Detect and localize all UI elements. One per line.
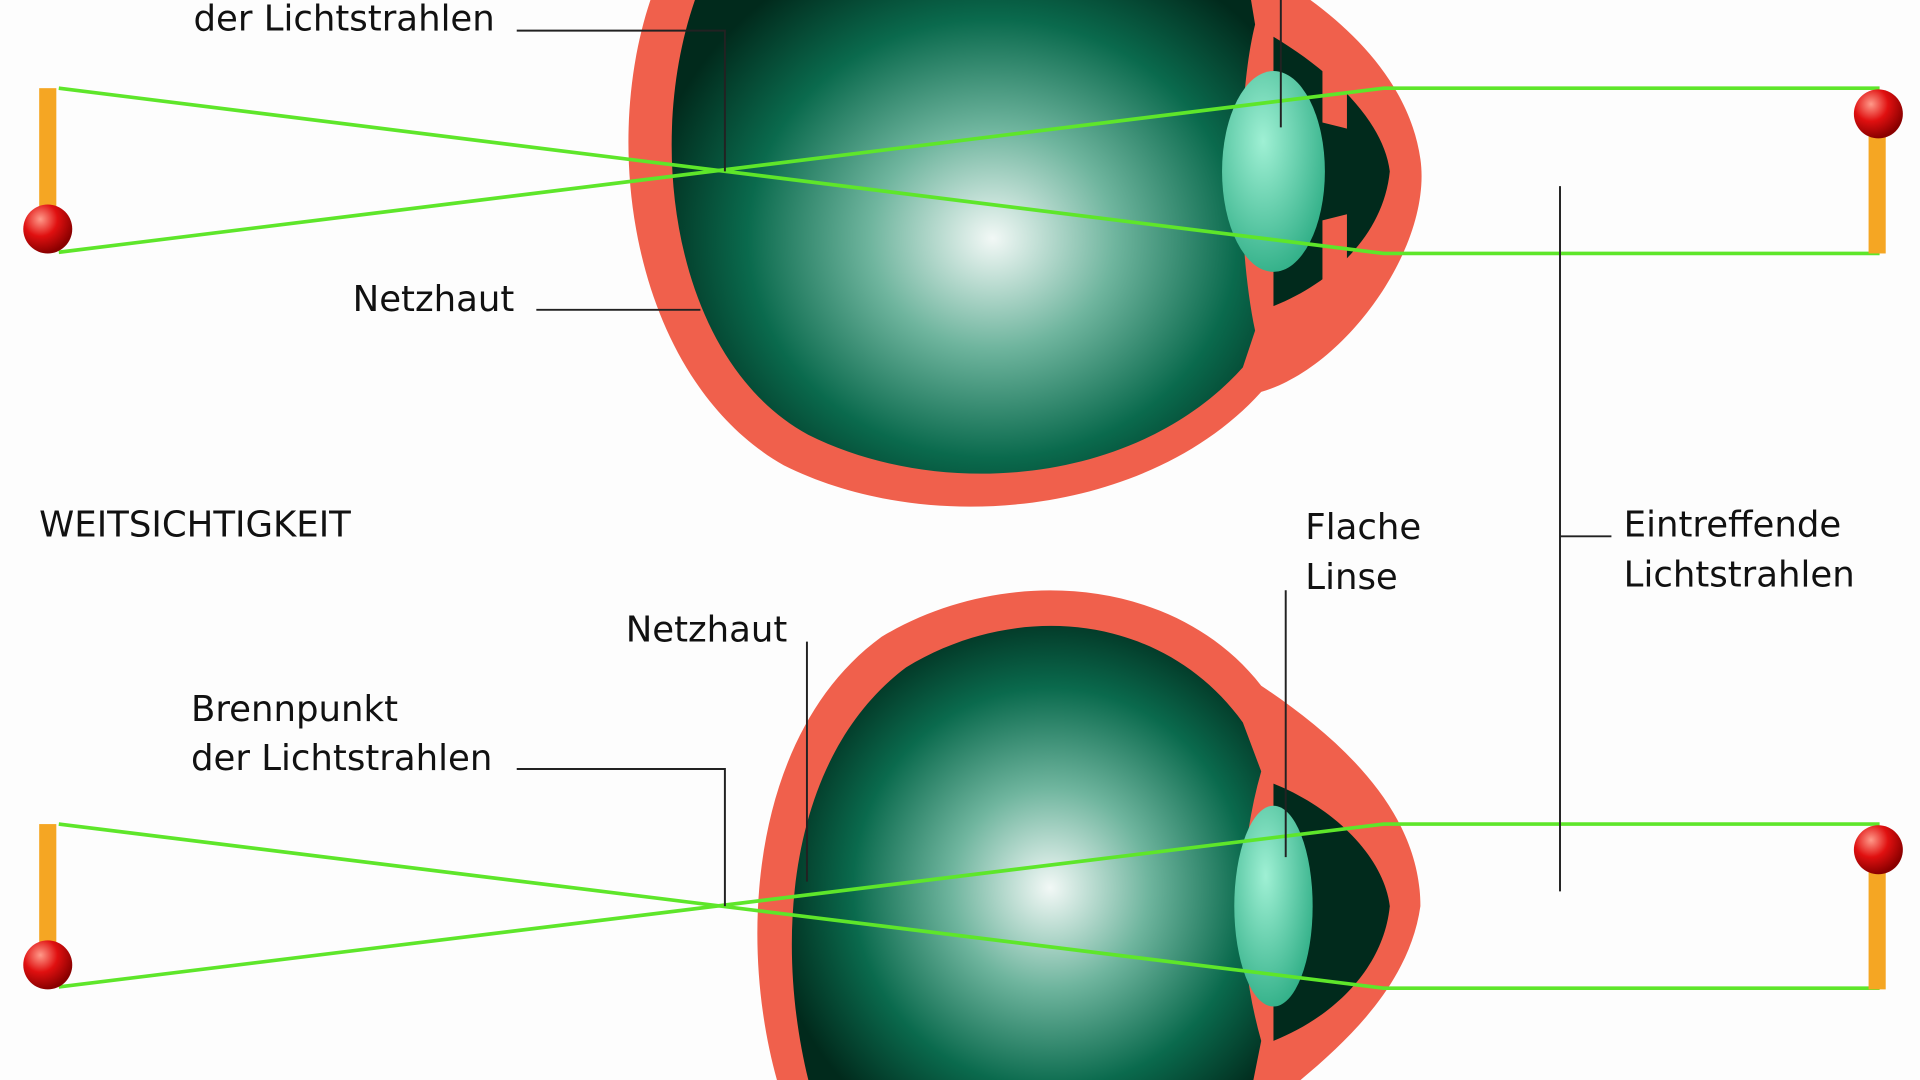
leader-lines: [516, 0, 1612, 907]
bottom-focus-label-line1: Brennpunkt: [191, 689, 398, 730]
lens: [1222, 71, 1325, 272]
image-ball: [1853, 825, 1903, 875]
section-title: WEITSICHTIGKEIT: [39, 504, 351, 545]
object-arrows: [23, 88, 1903, 990]
incoming-label-line2: Lichtstrahlen: [1624, 555, 1855, 596]
bottom-retina-label: Netzhaut: [626, 610, 788, 651]
lens-label-line2: Linse: [1305, 557, 1397, 598]
object-stick: [39, 88, 57, 229]
iris-lower: [1322, 214, 1347, 294]
top-focus-label: der Lichtstrahlen: [193, 0, 494, 40]
incoming-label-line1: Eintreffende: [1624, 504, 1842, 545]
bottom-focus-label-line2: der Lichtstrahlen: [191, 738, 492, 779]
top-eye: [628, 0, 1422, 507]
vitreous-body: [671, 0, 1256, 474]
object-stick: [39, 824, 57, 965]
object-ball: [23, 940, 73, 990]
top-retina-label: Netzhaut: [353, 279, 515, 320]
lens-label-line1: Flache: [1305, 507, 1421, 548]
top-light-rays: [58, 86, 1880, 256]
bottom-eye: [757, 590, 1421, 1080]
lens: [1234, 805, 1313, 1007]
image-stick: [1868, 113, 1886, 254]
vitreous-body: [791, 626, 1262, 1080]
image-ball: [1853, 89, 1903, 139]
image-stick: [1868, 849, 1886, 990]
iris-upper: [1322, 48, 1347, 129]
object-ball: [23, 204, 73, 254]
bottom-light-rays: [58, 822, 1880, 990]
